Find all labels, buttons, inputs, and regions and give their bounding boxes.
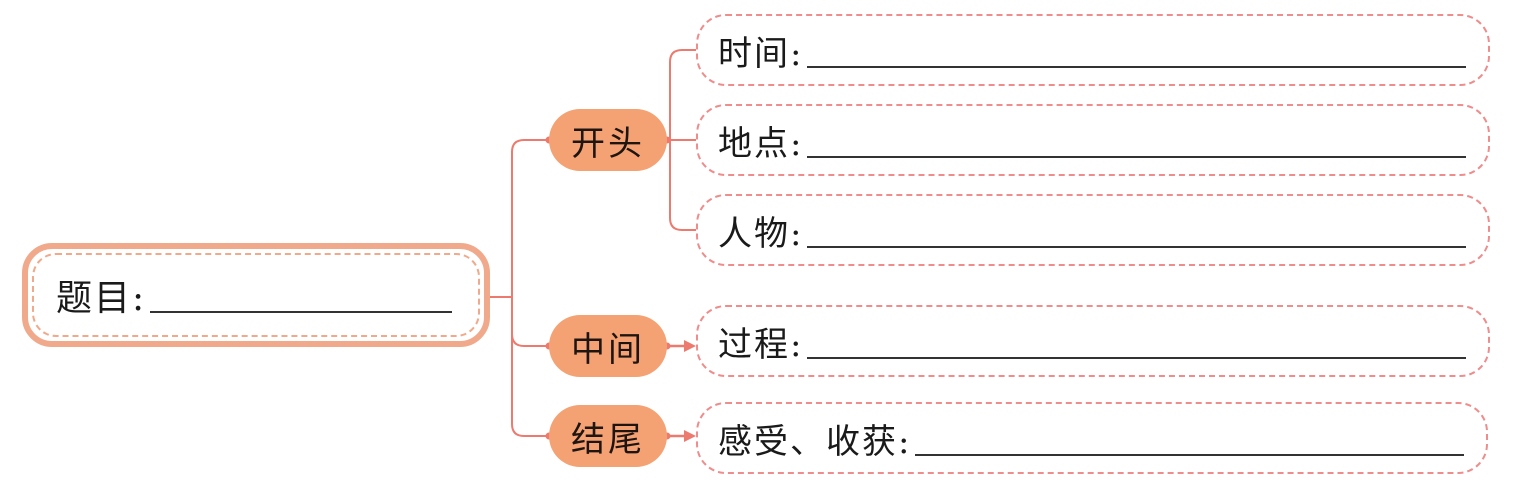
trunk-to-ending (511, 334, 549, 437)
item-time: 时间: (696, 14, 1490, 86)
section-middle-pill: 中间 (549, 315, 667, 377)
title-label: 题目: (56, 278, 147, 319)
title-fill-line[interactable] (150, 311, 452, 313)
item-people-fill-line[interactable] (807, 246, 1466, 248)
ending-arrowhead (684, 430, 696, 442)
item-people-label: 人物: (718, 213, 804, 254)
middle-arrowhead (684, 340, 696, 352)
item-process-fill-line[interactable] (807, 357, 1466, 359)
section-ending-pill: 结尾 (549, 405, 667, 467)
item-feelings-fill-line[interactable] (915, 454, 1464, 456)
opening-branch-time (669, 49, 696, 140)
item-time-fill-line[interactable] (807, 66, 1466, 68)
item-process: 过程: (696, 305, 1490, 377)
title-box: 题目: (22, 243, 490, 347)
item-feelings: 感受、收获: (696, 402, 1488, 474)
item-place-fill-line[interactable] (807, 156, 1466, 158)
item-process-label: 过程: (718, 324, 804, 365)
opening-branch-people (669, 140, 696, 231)
section-opening-pill: 开头 (549, 109, 667, 171)
item-place: 地点: (696, 104, 1490, 176)
title-box-inner: 题目: (32, 253, 480, 337)
trunk-to-middle (511, 297, 549, 347)
item-feelings-label: 感受、收获: (718, 421, 912, 462)
item-time-label: 时间: (718, 33, 804, 74)
item-people: 人物: (696, 194, 1490, 266)
trunk-to-opening (511, 139, 549, 297)
item-place-label: 地点: (718, 123, 804, 164)
